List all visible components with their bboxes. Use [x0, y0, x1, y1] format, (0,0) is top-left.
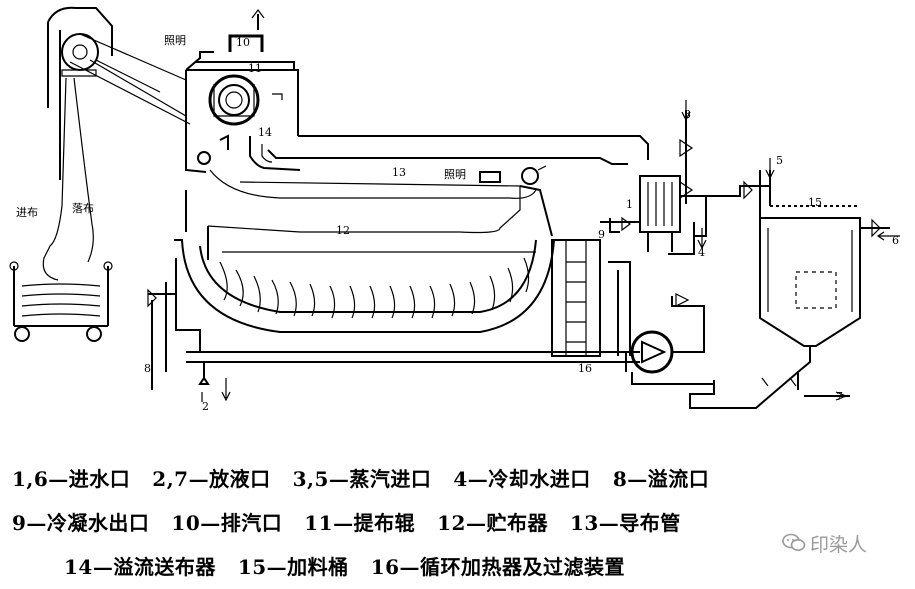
equipment-diagram: 照明 10 11 14 13 照明 12 进布 落布 8 2 9 1 3 4 5…: [9, 6, 900, 413]
label-4: 4: [698, 246, 705, 259]
legend-item: 16—循环加热器及过滤装置: [370, 555, 626, 579]
guide-tube-window: [479, 165, 547, 185]
legend-item: 11—提布辊: [304, 511, 416, 535]
legend-line-1: 1,6—进水口 2,7—放液口 3,5—蒸汽进口 4—冷却水进口 8—溢流口: [12, 463, 731, 492]
label-cloth-in: 进布: [16, 206, 38, 219]
diagram-svg: 照明 10 11 14 13 照明 12 进布 落布 8 2 9 1 3 4 5…: [9, 6, 900, 413]
legend-item: 2,7—放液口: [152, 467, 271, 491]
legend-item: 8—溢流口: [612, 467, 710, 491]
label-10: 10: [236, 36, 250, 49]
label-1: 1: [626, 198, 633, 211]
watermark: 印染人: [782, 530, 867, 558]
exhaust-10: [251, 9, 265, 30]
label-14: 14: [258, 126, 272, 139]
label-6: 6: [892, 234, 899, 247]
watermark-text: 印染人: [810, 534, 868, 556]
legend-line-3: 14—溢流送布器 15—加料桶 16—循环加热器及过滤装置: [64, 551, 647, 580]
legend-item: 15—加料桶: [237, 555, 349, 579]
cloth-lift-frame: [47, 6, 191, 180]
label-5: 5: [776, 154, 783, 167]
label-9: 9: [598, 228, 605, 241]
label-3: 3: [684, 108, 691, 121]
label-11: 11: [248, 62, 262, 75]
filter-heater-16: [551, 239, 631, 357]
feed-tank-15: [689, 158, 900, 409]
wechat-icon: [782, 533, 806, 558]
heat-exchanger: [600, 100, 707, 255]
legend-item: 3,5—蒸汽进口: [292, 467, 432, 491]
cloth-path: [42, 77, 94, 281]
label-13: 13: [392, 166, 406, 179]
legend-item: 9—冷凝水出口: [12, 511, 150, 535]
legend-item: 12—贮布器: [437, 511, 548, 535]
label-cloth-out: 落布: [72, 202, 94, 215]
overflow-feeder: [249, 136, 301, 171]
label-7: 7: [836, 390, 843, 403]
legend-item: 13—导布管: [569, 511, 681, 535]
diagram-labels: 照明 10 11 14 13 照明 12 进布 落布 8 2 9 1 3 4 5…: [16, 34, 899, 413]
label-light-top: 照明: [164, 34, 186, 47]
label-8: 8: [144, 362, 151, 375]
cloth-lift-roller-11: [208, 74, 260, 126]
circulation-pump: [625, 293, 715, 385]
legend-item: 1,6—进水口: [12, 467, 131, 491]
label-light-mid: 照明: [444, 168, 466, 181]
label-16: 16: [578, 362, 592, 375]
label-12: 12: [336, 224, 350, 237]
legend-line-2: 9—冷凝水出口 10—排汽口 11—提布辊 12—贮布器 13—导布管: [12, 507, 703, 536]
circulation-piping: [147, 258, 640, 402]
legend-item: 4—冷却水进口: [453, 467, 591, 491]
cloth-cart: [9, 261, 113, 342]
legend-item: 10—排汽口: [171, 511, 283, 535]
head-box: [185, 34, 299, 173]
legend-item: 14—溢流送布器: [64, 555, 216, 579]
label-15: 15: [808, 196, 822, 209]
label-2: 2: [202, 400, 209, 413]
vessel-body: [174, 135, 649, 333]
